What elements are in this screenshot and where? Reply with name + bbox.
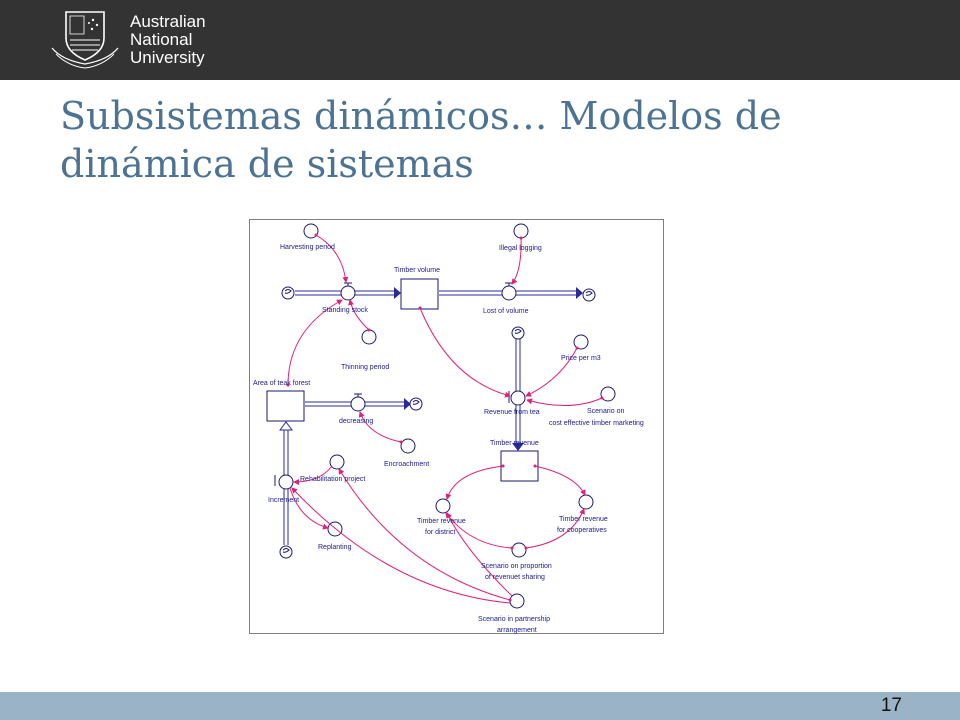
- cloud-icon: [281, 286, 295, 300]
- flows: [283, 290, 578, 545]
- converter-scenario-cost: [600, 386, 616, 402]
- label-lost-of-volume: Lost of volume: [483, 308, 529, 315]
- label-encroachment: Encroachment: [384, 461, 429, 468]
- label-illegal-logging: Illegal logging: [499, 245, 542, 252]
- valve-lost-of-volume: [501, 285, 517, 301]
- university-name: Australian National University: [130, 13, 206, 67]
- label-increment: Increment: [268, 497, 299, 504]
- converter-revenue-district: [435, 498, 451, 514]
- cloud-icon: [409, 397, 423, 411]
- cloud-icon: [279, 545, 293, 559]
- info-links: [287, 234, 603, 604]
- flow-arrowhead-lost: [576, 287, 583, 299]
- flow-arrowhead-timber-volume: [394, 287, 401, 299]
- page-number: 17: [880, 695, 902, 716]
- valve-increment: [278, 474, 294, 490]
- label-revenue-district-2: for district: [425, 529, 455, 536]
- cloud-icon: [511, 326, 525, 340]
- brand-line-1: Australian: [130, 12, 206, 31]
- flow-revenue: [515, 336, 521, 445]
- label-timber-volume: Timber volume: [394, 267, 440, 274]
- converter-revenue-coop: [578, 494, 594, 510]
- converter-harvesting-period: [303, 223, 319, 239]
- header-bar: Australian National University: [0, 0, 960, 80]
- cloud-icon: [582, 288, 596, 302]
- brand-line-3: University: [130, 48, 205, 67]
- slide-title-line-2: dinámica de sistemas: [60, 142, 474, 186]
- diagram-canvas: Harvesting period Timber volume Illegal …: [253, 223, 644, 634]
- label-scenario-partnership-1: Scenario in partnership: [478, 616, 550, 623]
- slide-title: Subsistemas dinámicos… Modelos de dinámi…: [60, 92, 920, 188]
- valve-decreasing: [350, 396, 366, 412]
- anu-crest-logo: [51, 11, 119, 69]
- converter-price-per-m3: [573, 334, 589, 350]
- flow-arrowhead-decreasing: [404, 398, 411, 410]
- stock-timber-revenue: [500, 450, 539, 482]
- flow-arrowhead-area: [279, 421, 293, 431]
- label-revenue-coop-1: Timber revenue: [559, 516, 608, 523]
- valve-standing-stock: [340, 285, 356, 301]
- label-revenue-from-tea: Revenue from tea: [484, 409, 540, 416]
- valve-revenue-from-tea: [510, 390, 526, 406]
- flow-arrowhead-timber-revenue: [512, 443, 524, 451]
- label-standing-stock: Standing stock: [322, 307, 368, 314]
- label-revenue-district-1: Timber revenue: [417, 518, 466, 525]
- label-scenario-partnership-2: arrangement: [497, 627, 537, 634]
- converter-scenario-partnership: [509, 593, 525, 609]
- label-rehabilitation-project: Rehabilitation project: [300, 476, 365, 483]
- slide-title-line-1: Subsistemas dinámicos… Modelos de: [60, 94, 782, 138]
- converter-rehabilitation: [329, 454, 345, 470]
- label-replanting: Replanting: [318, 544, 352, 551]
- label-thinning-period: Thinning period: [341, 364, 389, 371]
- converter-scenario-proportion: [511, 542, 527, 558]
- label-decreasing: decreasing: [339, 418, 373, 425]
- label-timber-revenue: Timber revenue: [490, 440, 539, 447]
- converter-encroachment: [400, 438, 416, 454]
- footer-bar: 17: [0, 692, 960, 720]
- label-scenario-cost-1: Scenario on: [587, 408, 624, 415]
- stock-timber-volume: [400, 278, 439, 310]
- label-scenario-proportion-2: of revenuet sharing: [485, 574, 545, 581]
- converter-illegal-logging: [513, 223, 529, 239]
- converter-thinning-period: [361, 329, 377, 345]
- label-price-per-m3: Price per m3: [561, 355, 601, 362]
- label-scenario-proportion-1: Scenario on proportion: [481, 563, 552, 570]
- system-dynamics-diagram: Harvesting period Timber volume Illegal …: [249, 219, 664, 634]
- label-revenue-coop-2: for cooperatives: [557, 527, 607, 534]
- label-scenario-cost-2: cost effective timber marketing: [549, 420, 644, 427]
- label-harvesting-period: Harvesting period: [280, 244, 335, 251]
- stock-area-of-teak-forest: [266, 390, 305, 422]
- brand-line-2: National: [130, 30, 193, 49]
- label-area-of-teak-forest: Area of teak forest: [253, 380, 310, 387]
